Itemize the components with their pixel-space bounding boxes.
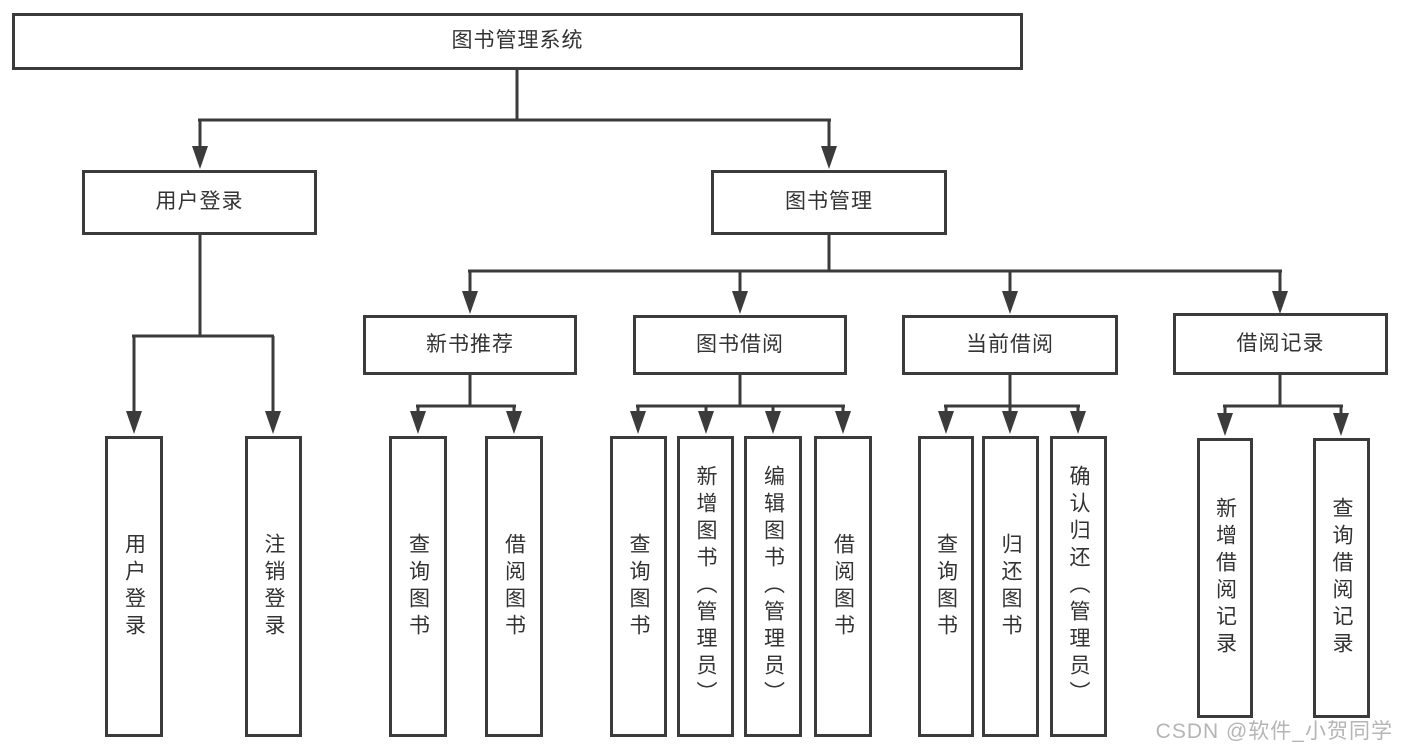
leaf-records-query-record: 查询借阅记录 <box>1313 438 1370 718</box>
leaf-logout: 注销登录 <box>245 436 302 737</box>
leaf-borrowing-borrow-books: 借阅图书 <box>814 436 872 737</box>
leaf-records-add-record: 新增借阅记录 <box>1197 438 1253 718</box>
leaf-newbook-query-books: 查询图书 <box>389 436 447 737</box>
node-book-management: 图书管理 <box>711 170 947 235</box>
node-new-book-recommend: 新书推荐 <box>363 315 577 375</box>
leaf-borrowing-add-book-admin: 新增图书（管理员） <box>677 436 734 737</box>
leaf-current-return-books: 归还图书 <box>982 436 1039 737</box>
node-current-borrowing: 当前借阅 <box>902 315 1118 375</box>
watermark: CSDN @软件_小贺同学 <box>1155 720 1393 743</box>
node-borrowing-records: 借阅记录 <box>1173 313 1388 375</box>
leaf-borrowing-edit-book-admin: 编辑图书（管理员） <box>744 436 802 737</box>
node-book-borrowing: 图书借阅 <box>633 315 847 375</box>
leaf-newbook-borrow-books: 借阅图书 <box>485 436 543 737</box>
node-library-management-system: 图书管理系统 <box>12 13 1023 70</box>
leaf-borrowing-query-books: 查询图书 <box>610 436 667 737</box>
leaf-current-confirm-return-admin: 确认归还（管理员） <box>1050 436 1107 737</box>
node-user-login: 用户登录 <box>82 170 317 235</box>
leaf-current-query-books: 查询图书 <box>918 436 974 737</box>
leaf-user-login: 用户登录 <box>105 436 163 737</box>
